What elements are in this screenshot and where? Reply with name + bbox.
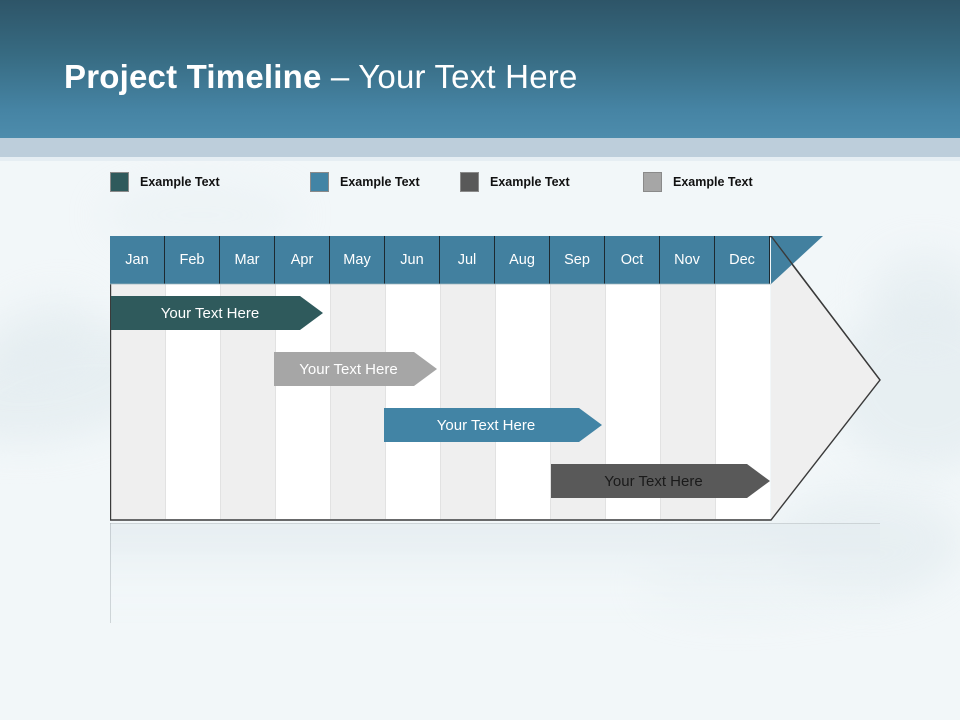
task-bar-label: Your Text Here [604, 472, 703, 490]
month-header-mar[interactable]: Mar [220, 236, 275, 284]
page-title-light: – Your Text Here [321, 58, 578, 95]
column-separator [495, 284, 496, 519]
legend-item-label: Example Text [140, 175, 220, 189]
background-watermark [870, 250, 960, 340]
legend-swatch-icon [110, 172, 129, 192]
month-header-may[interactable]: May [330, 236, 385, 284]
column-separator [330, 284, 331, 519]
month-header-oct[interactable]: Oct [605, 236, 660, 284]
task-bar-label: Your Text Here [299, 360, 398, 378]
legend-item-label: Example Text [340, 175, 420, 189]
chart-legend: Example Text Example Text Example Text Exam… [110, 170, 850, 194]
column-separator [220, 284, 221, 519]
chart-baseline [110, 523, 880, 524]
background-watermark [0, 281, 109, 389]
month-header-sep[interactable]: Sep [550, 236, 605, 284]
month-header-aug[interactable]: Aug [495, 236, 550, 284]
column-separator [385, 284, 386, 519]
legend-item-4[interactable]: Example Text [643, 170, 753, 194]
chart-reflection [110, 523, 880, 623]
task-bar-label: Your Text Here [160, 304, 260, 322]
month-header-dec[interactable]: Dec [715, 236, 770, 284]
legend-swatch-icon [460, 172, 479, 192]
legend-item-1[interactable]: Example Text [110, 170, 220, 194]
month-header-apr[interactable]: Apr [275, 236, 330, 284]
column-separator [605, 284, 606, 519]
column-separator [440, 284, 441, 519]
legend-item-label: Example Text [673, 175, 753, 189]
legend-item-3[interactable]: Example Text [460, 170, 570, 194]
month-header-jun[interactable]: Jun [385, 236, 440, 284]
column-separator [550, 284, 551, 519]
header-accent-band [0, 138, 960, 157]
month-header-jan[interactable]: Jan [110, 236, 165, 284]
page-title: Project Timeline – Your Text Here [64, 58, 578, 96]
task-bar-4[interactable]: Your Text Here [551, 464, 770, 498]
task-bar-2[interactable]: Your Text Here [274, 352, 437, 386]
page-title-bold: Project Timeline [64, 58, 322, 95]
legend-item-label: Example Text [490, 175, 570, 189]
legend-swatch-icon [643, 172, 662, 192]
legend-item-2[interactable]: Example Text [310, 170, 420, 194]
task-bar-1[interactable]: Your Text Here [111, 296, 323, 330]
month-header-feb[interactable]: Feb [165, 236, 220, 284]
chart-reflection-gradient [110, 523, 880, 623]
month-header-jul[interactable]: Jul [440, 236, 495, 284]
slide-header [0, 0, 960, 138]
column-separator [715, 284, 716, 519]
column-separator [165, 284, 166, 519]
month-header-nov[interactable]: Nov [660, 236, 715, 284]
header-accent-band-light [0, 157, 960, 161]
legend-swatch-icon [310, 172, 329, 192]
column-separator [660, 284, 661, 519]
task-bar-3[interactable]: Your Text Here [384, 408, 602, 442]
column-separator [275, 284, 276, 519]
task-bar-label: Your Text Here [436, 416, 536, 434]
